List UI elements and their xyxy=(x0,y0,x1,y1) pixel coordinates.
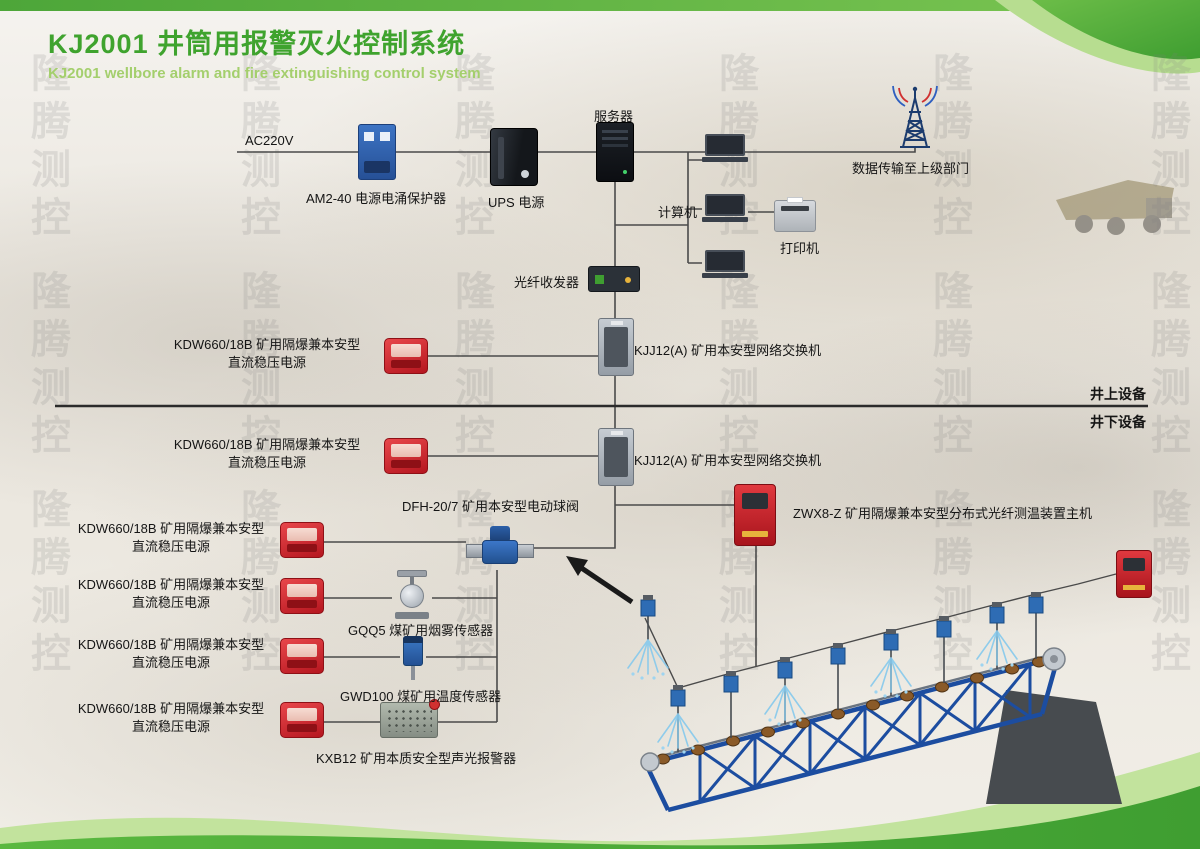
page-title: KJ2001 井筒用报警灭火控制系统 xyxy=(48,29,466,59)
fiber-temp-terminal-device xyxy=(1116,550,1152,598)
dc-power-label-line1: KDW660/18B 矿用隔爆兼本安型 xyxy=(173,337,361,352)
surge-protector-device xyxy=(358,124,396,180)
fiber-transceiver-device xyxy=(588,266,640,292)
ups-label: UPS 电源 xyxy=(488,195,545,210)
flow-direction-arrow xyxy=(566,556,634,605)
conveyor xyxy=(640,647,1122,813)
dc-power-label: KDW660/18B 矿用隔爆兼本安型 直流稳压电源 xyxy=(172,336,362,372)
network-switch-device-underground xyxy=(598,428,634,486)
watermark-column: 隆腾测控 隆腾测控 隆腾测控 xyxy=(18,52,76,680)
watermark-column: 隆腾测控 隆腾测控 隆腾测控 xyxy=(920,52,978,680)
fiber-temp-sensor xyxy=(830,643,846,710)
server-device xyxy=(596,122,634,182)
temp-sensor-device xyxy=(400,636,426,680)
header: KJ2001 井筒用报警灭火控制系统 KJ2001 wellbore alarm… xyxy=(48,22,481,82)
alarm-device xyxy=(380,699,440,738)
dc-power-label-line2: 直流稳压电源 xyxy=(131,595,210,610)
dc-power-label-line2: 直流稳压电源 xyxy=(227,355,306,370)
sprinkler-assembly xyxy=(627,595,669,680)
laptop-icon xyxy=(702,134,748,164)
fiber-temp-sensor xyxy=(936,616,952,683)
ac220v-label: AC220V xyxy=(245,133,294,148)
dc-power-label-line2: 直流稳压电源 xyxy=(131,539,210,554)
smoke-sensor-label: GQQ5 煤矿用烟雾传感器 xyxy=(348,623,494,638)
fiber-transceiver-label: 光纤收发器 xyxy=(514,275,580,290)
ups-device xyxy=(490,128,538,186)
sprinkler-assembly xyxy=(764,657,806,726)
underground-equipment-label: 井下设备 xyxy=(1090,414,1146,430)
dc-power-device xyxy=(280,578,324,614)
dc-power-label-line1: KDW660/18B 矿用隔爆兼本安型 xyxy=(77,637,265,652)
dc-power-label: KDW660/18B 矿用隔爆兼本安型 直流稳压电源 xyxy=(172,436,362,472)
fiber-cable xyxy=(644,573,1117,689)
dc-power-device xyxy=(384,438,428,474)
dc-power-label-line2: 直流稳压电源 xyxy=(227,455,306,470)
ball-valve-label: DFH-20/7 矿用本安型电动球阀 xyxy=(402,499,579,514)
fiber-temp-sensor xyxy=(1028,592,1044,659)
watermark-text: 隆腾测控 xyxy=(927,270,971,462)
dc-power-label-line1: KDW660/18B 矿用隔爆兼本安型 xyxy=(77,701,265,716)
corner-swoosh-dark xyxy=(1032,0,1200,60)
dc-power-label: KDW660/18B 矿用隔爆兼本安型 直流稳压电源 xyxy=(76,576,266,612)
sprinkler-assembly xyxy=(657,685,699,754)
printer-label: 打印机 xyxy=(780,241,820,256)
dc-power-device xyxy=(280,702,324,738)
watermark-text: 隆腾测控 xyxy=(25,488,69,680)
watermark-text: 隆腾测控 xyxy=(449,488,493,680)
sprinkler-assembly xyxy=(976,602,1018,671)
connection-lines xyxy=(237,148,916,723)
dc-power-label-line1: KDW660/18B 矿用隔爆兼本安型 xyxy=(77,521,265,536)
watermark-text: 隆腾测控 xyxy=(713,270,757,462)
sprinkler-assembly xyxy=(870,629,912,698)
temp-sensor-label: GWD100 煤矿用温度传感器 xyxy=(340,689,502,704)
server-label: 服务器 xyxy=(594,109,634,124)
discharge-structure xyxy=(986,690,1122,804)
watermark-text: 隆腾测控 xyxy=(25,270,69,462)
dc-power-label-line1: KDW660/18B 矿用隔爆兼本安型 xyxy=(77,577,265,592)
mine-truck xyxy=(1056,180,1174,235)
top-green-bar xyxy=(0,0,1200,11)
radio-tower-label: 数据传输至上级部门 xyxy=(852,161,970,176)
dc-power-label-line1: KDW660/18B 矿用隔爆兼本安型 xyxy=(173,437,361,452)
surface-equipment-label: 井上设备 xyxy=(1090,386,1146,402)
bottom-wave-light xyxy=(0,752,1200,849)
dc-power-device xyxy=(280,522,324,558)
fiber-temp-host-label: ZWX8-Z 矿用隔爆兼本安型分布式光纤测温装置主机 xyxy=(793,506,1092,521)
computer-label: 计算机 xyxy=(658,205,698,220)
network-switch-device-surface xyxy=(598,318,634,376)
fiber-temp-host-device xyxy=(734,484,776,546)
corner-swoosh-light xyxy=(995,0,1200,74)
laptop-icon xyxy=(702,250,748,280)
watermark-text: 隆腾测控 xyxy=(449,270,493,462)
surge-protector-label: AM2-40 电源电涌保护器 xyxy=(306,191,447,206)
alarm-label: KXB12 矿用本质安全型声光报警器 xyxy=(316,751,517,766)
printer-device xyxy=(774,197,816,232)
network-switch-label: KJJ12(A) 矿用本安型网络交换机 xyxy=(634,453,822,468)
dc-power-label-line2: 直流稳压电源 xyxy=(131,719,210,734)
smoke-sensor-device xyxy=(392,570,432,622)
laptop-icon xyxy=(702,194,748,224)
watermark-text: 隆腾测控 xyxy=(1145,52,1189,244)
network-switch-label: KJJ12(A) 矿用本安型网络交换机 xyxy=(634,343,822,358)
watermark-text: 隆腾测控 xyxy=(1145,270,1189,462)
bottom-wave-dark xyxy=(0,786,1200,849)
watermark-text: 隆腾测控 xyxy=(927,52,971,244)
dc-power-label: KDW660/18B 矿用隔爆兼本安型 直流稳压电源 xyxy=(76,520,266,556)
ball-valve-device xyxy=(466,526,534,570)
dc-power-label: KDW660/18B 矿用隔爆兼本安型 直流稳压电源 xyxy=(76,700,266,736)
radio-tower-icon xyxy=(892,85,938,148)
dc-power-label-line2: 直流稳压电源 xyxy=(131,655,210,670)
fiber-temp-sensor xyxy=(723,671,739,738)
page-subtitle: KJ2001 wellbore alarm and fire extinguis… xyxy=(48,65,481,82)
dc-power-label: KDW660/18B 矿用隔爆兼本安型 直流稳压电源 xyxy=(76,636,266,672)
dc-power-device xyxy=(280,638,324,674)
dc-power-device xyxy=(384,338,428,374)
